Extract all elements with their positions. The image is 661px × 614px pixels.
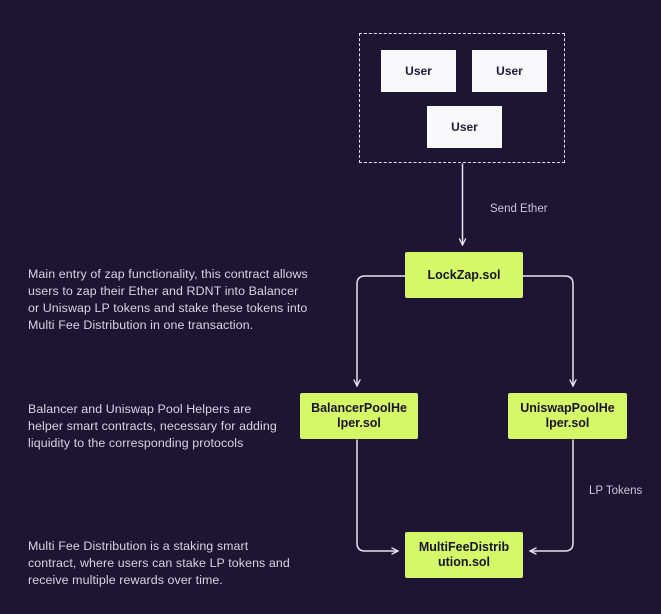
edge-lockzap-to-balancer <box>353 275 406 387</box>
edge-uniswap-to-multifee <box>529 439 574 555</box>
annotation-lockzap: Main entry of zap functionality, this co… <box>28 267 308 333</box>
lp-tokens-label: LP Tokens <box>589 485 643 497</box>
annotation-multi-fee-distribution: Multi Fee Distribution is a staking smar… <box>28 539 290 588</box>
node-lockzap: LockZap.sol <box>405 252 523 298</box>
user-card: User <box>427 106 502 148</box>
user-card: User <box>381 50 456 92</box>
annotation-pool-helpers: Balancer and Uniswap Pool Helpers are he… <box>28 402 277 451</box>
node-multi-fee-distribution: MultiFeeDistrib ution.sol <box>405 532 523 578</box>
user-card: User <box>472 50 547 92</box>
users-group-box <box>359 33 565 163</box>
edge-balancer-to-multifee <box>356 439 399 555</box>
node-uniswap-pool-helper: UniswapPoolHe lper.sol <box>508 393 627 439</box>
edge-lockzap-to-uniswap <box>522 275 577 387</box>
send-ether-label: Send Ether <box>490 203 548 215</box>
node-balancer-pool-helper: BalancerPoolHe lper.sol <box>300 393 418 439</box>
